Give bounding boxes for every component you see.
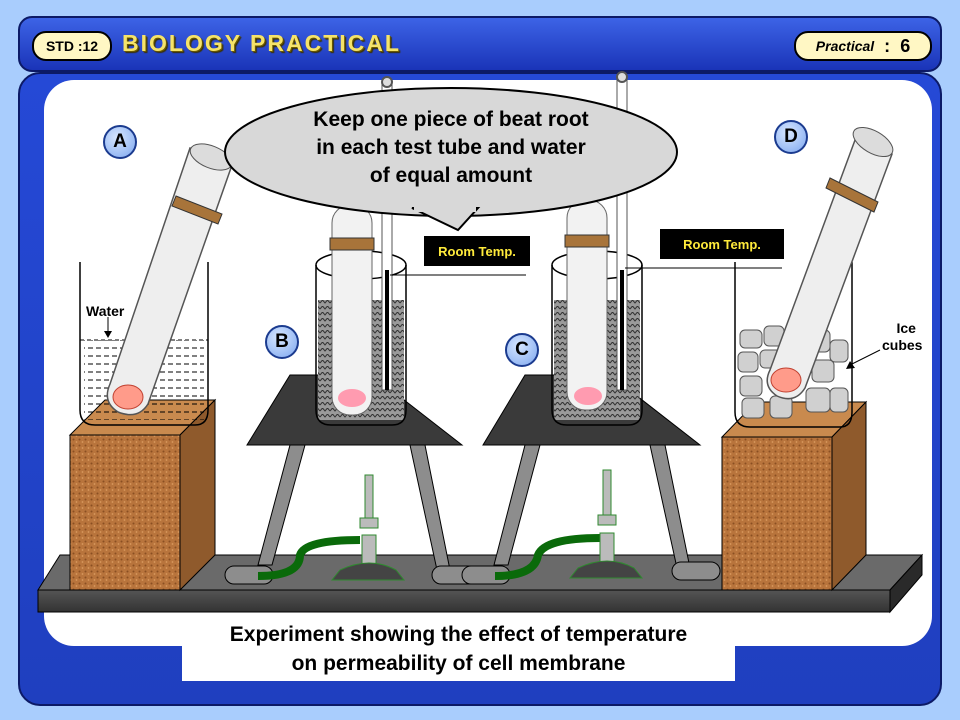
practical-number-value: 6 [900,35,911,56]
callout-bubble [224,87,678,232]
callout-line-2: in each test tube and water [316,136,586,159]
water-label: Water [86,303,125,319]
burner-c [494,469,644,580]
caption-line-2: on permeability of cell membrane [291,652,626,675]
test-tube-a [106,143,233,416]
diagram-caption: Experiment showing the effect of tempera… [182,617,735,681]
callout-line-3: of equal amount [369,164,533,187]
beaker-c [551,71,643,426]
setup-label-a: A [103,125,137,159]
caption-line-1: Experiment showing the effect of tempera… [229,623,688,646]
slide-title: BIOLOGY PRACTICAL [122,30,401,56]
practical-separator: : [884,35,891,56]
setup-label-c: C [505,333,539,367]
practical-label: Practical [815,38,875,54]
setup-label-d: D [774,120,808,154]
setup-label-b: B [265,325,299,359]
room-temp-label-b: Room Temp. [424,236,530,266]
beaker-b [315,76,407,426]
header-bar [18,16,942,72]
cork-block-a [68,398,217,592]
ice-cubes-label: Ice cubes [882,320,922,354]
ice-label-line-2: cubes [882,337,923,353]
practical-number: : 6 [884,36,910,57]
beaker-d [734,262,853,428]
callout-line-1: Keep one piece of beat root [313,108,589,131]
burner-b [257,474,406,581]
cork-block-d [720,400,868,592]
room-temp-label-c: Room Temp. [660,229,784,259]
std-badge: STD :12 [32,31,112,61]
callout-text: Keep one piece of beat root in each test… [272,106,630,190]
practical-badge: Practical : 6 [794,31,932,61]
test-tube-d [766,126,894,400]
ice-label-line-1: Ice [896,320,916,336]
